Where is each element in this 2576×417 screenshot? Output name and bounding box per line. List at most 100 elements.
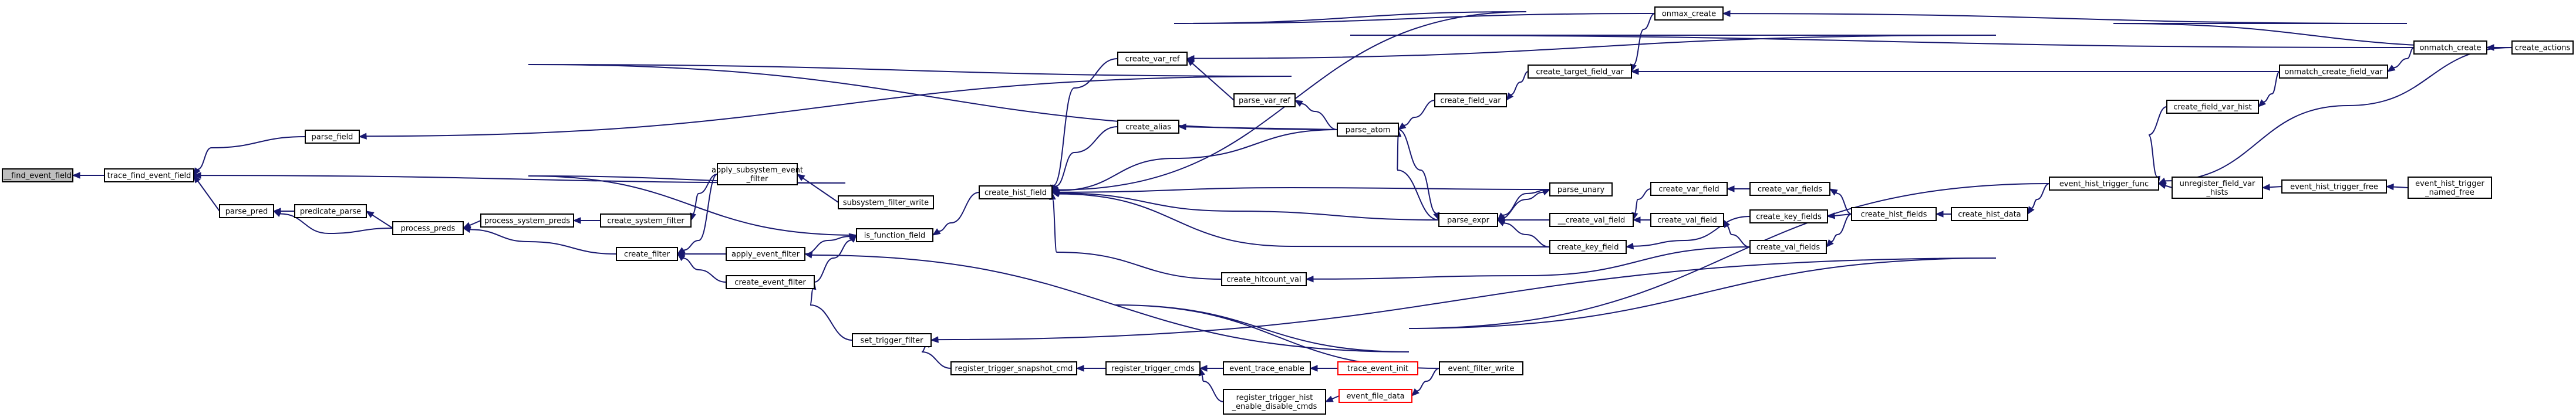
call-edge [572,217,601,224]
call-edge [72,172,104,179]
call-edge [1178,123,1338,130]
function-node[interactable]: apply_event_filter [726,247,805,261]
call-edge [193,136,306,177]
arrowhead [1294,100,1303,107]
function-node[interactable]: register_trigger_cmds [1105,361,1201,375]
function-node[interactable]: trace_event_init [1337,361,1418,375]
edge-line [2393,47,2415,69]
function-node[interactable]: trace_find_event_field [104,168,194,182]
function-node[interactable]: event_trace_enable [1223,361,1311,375]
call-edge [1051,129,1338,194]
function-node[interactable]: event_hist_trigger_func [2049,177,2159,191]
function-node[interactable]: parse_expr [1438,213,1498,227]
arrowhead [272,211,282,218]
function-node[interactable]: event_file_data [1338,389,1412,403]
function-node[interactable]: apply_subsystem_event_filter [712,163,803,185]
node-box [1117,120,1179,134]
edge-line [810,288,853,341]
function-node[interactable]: parse_pred [219,204,274,218]
function-node[interactable]: set_trigger_filter [852,333,932,347]
function-node[interactable]: parse_unary [1549,182,1613,196]
call-edge [1829,188,1852,215]
function-node[interactable]: create_key_field [1549,240,1627,254]
arrowhead [2157,182,2167,189]
call-edge [2261,184,2282,191]
function-node[interactable]: create_var_field [1650,182,1728,196]
function-node[interactable]: parse_var_ref [1233,93,1296,107]
function-node[interactable]: parse_field [305,130,360,144]
function-node[interactable]: __create_val_field [1549,213,1634,227]
edge-line [1497,191,1544,221]
edge-line [2165,185,2173,188]
node-box [1749,182,1830,196]
arrowhead [1199,365,1208,372]
function-node[interactable]: parse_atom [1337,123,1399,137]
call-edge [1935,211,1951,218]
function-node[interactable]: create_val_fields [1749,240,1827,254]
arrowhead [193,167,201,177]
function-node[interactable]: subsystem_filter_write [838,195,934,209]
function-node[interactable]: create_hist_field [979,185,1053,199]
call-edge [2027,183,2050,215]
node-label: event_filter_write [1448,365,1515,374]
node-box [726,247,805,261]
function-node[interactable]: create_filter [616,247,678,261]
edge-line [1313,246,1751,280]
function-node[interactable]: onmax_create [1654,6,1724,21]
arrowhead [1411,388,1420,396]
arrowhead [796,174,805,181]
node-box [1223,389,1326,415]
function-node[interactable]: event_hist_trigger_free [2281,179,2387,194]
call-edge [2258,71,2280,107]
function-node[interactable]: create_system_filter [600,213,692,228]
function-node[interactable]: create_hist_fields [1851,207,1937,221]
arrowhead [365,211,375,218]
function-node[interactable]: create_key_fields [1749,209,1828,223]
node-box [2408,177,2492,199]
function-node[interactable]: register_trigger_hist_enable_disable_cmd… [1223,389,1326,415]
function-node[interactable]: create_target_field_var [1528,65,1632,79]
function-node[interactable]: create_event_filter [726,275,815,289]
arrowhead [1722,10,1731,17]
function-node[interactable]: process_preds [392,221,464,235]
call-edge [1186,34,2415,62]
function-node[interactable]: predicate_parse [294,204,367,218]
arrowhead [358,133,367,140]
node-label: parse_atom [1346,126,1391,135]
function-node[interactable]: onmatch_create_field_var [2279,65,2388,79]
function-node[interactable]: create_hitcount_val [1221,272,1307,286]
call-edge [358,64,1338,140]
node-box [950,361,1077,375]
call-edge [1397,100,1435,130]
function-node[interactable]: is_function_field [856,228,933,242]
function-node[interactable]: create_var_fields [1749,182,1830,196]
function-node[interactable]: create_alias [1117,120,1179,134]
function-node[interactable]: __find_event_field [2,168,73,182]
node-box [1549,213,1634,227]
function-node[interactable]: unregister_field_var_hists [2172,177,2263,199]
node-box [1549,240,1627,254]
function-node[interactable]: create_hist_data [1951,207,2028,221]
function-node[interactable]: create_val_field [1650,213,1724,227]
edge-line [470,229,617,255]
arrowhead [1829,188,1838,196]
function-node[interactable]: register_trigger_snapshot_cmd [950,361,1077,375]
function-node[interactable]: create_field_var [1434,93,1507,107]
function-node[interactable]: create_field_var_hist [2166,100,2259,114]
call-edge [1726,185,1750,192]
function-node[interactable]: event_hist_trigger_named_free [2408,177,2492,199]
node-label: create_field_var [1440,97,1501,106]
node-label: _filter [746,175,768,184]
function-node[interactable]: onmatch_create [2413,40,2487,55]
arrowhead [462,226,471,233]
function-node[interactable]: create_actions [2511,40,2574,55]
function-node[interactable]: event_filter_write [1439,361,1523,375]
edge-line [921,345,952,369]
node-box [838,195,934,209]
node-box [104,168,194,182]
node-label: __create_val_field [1557,216,1626,225]
function-node[interactable]: process_system_preds [480,213,574,228]
node-box [2279,65,2388,79]
function-node[interactable]: create_var_ref [1117,52,1188,66]
